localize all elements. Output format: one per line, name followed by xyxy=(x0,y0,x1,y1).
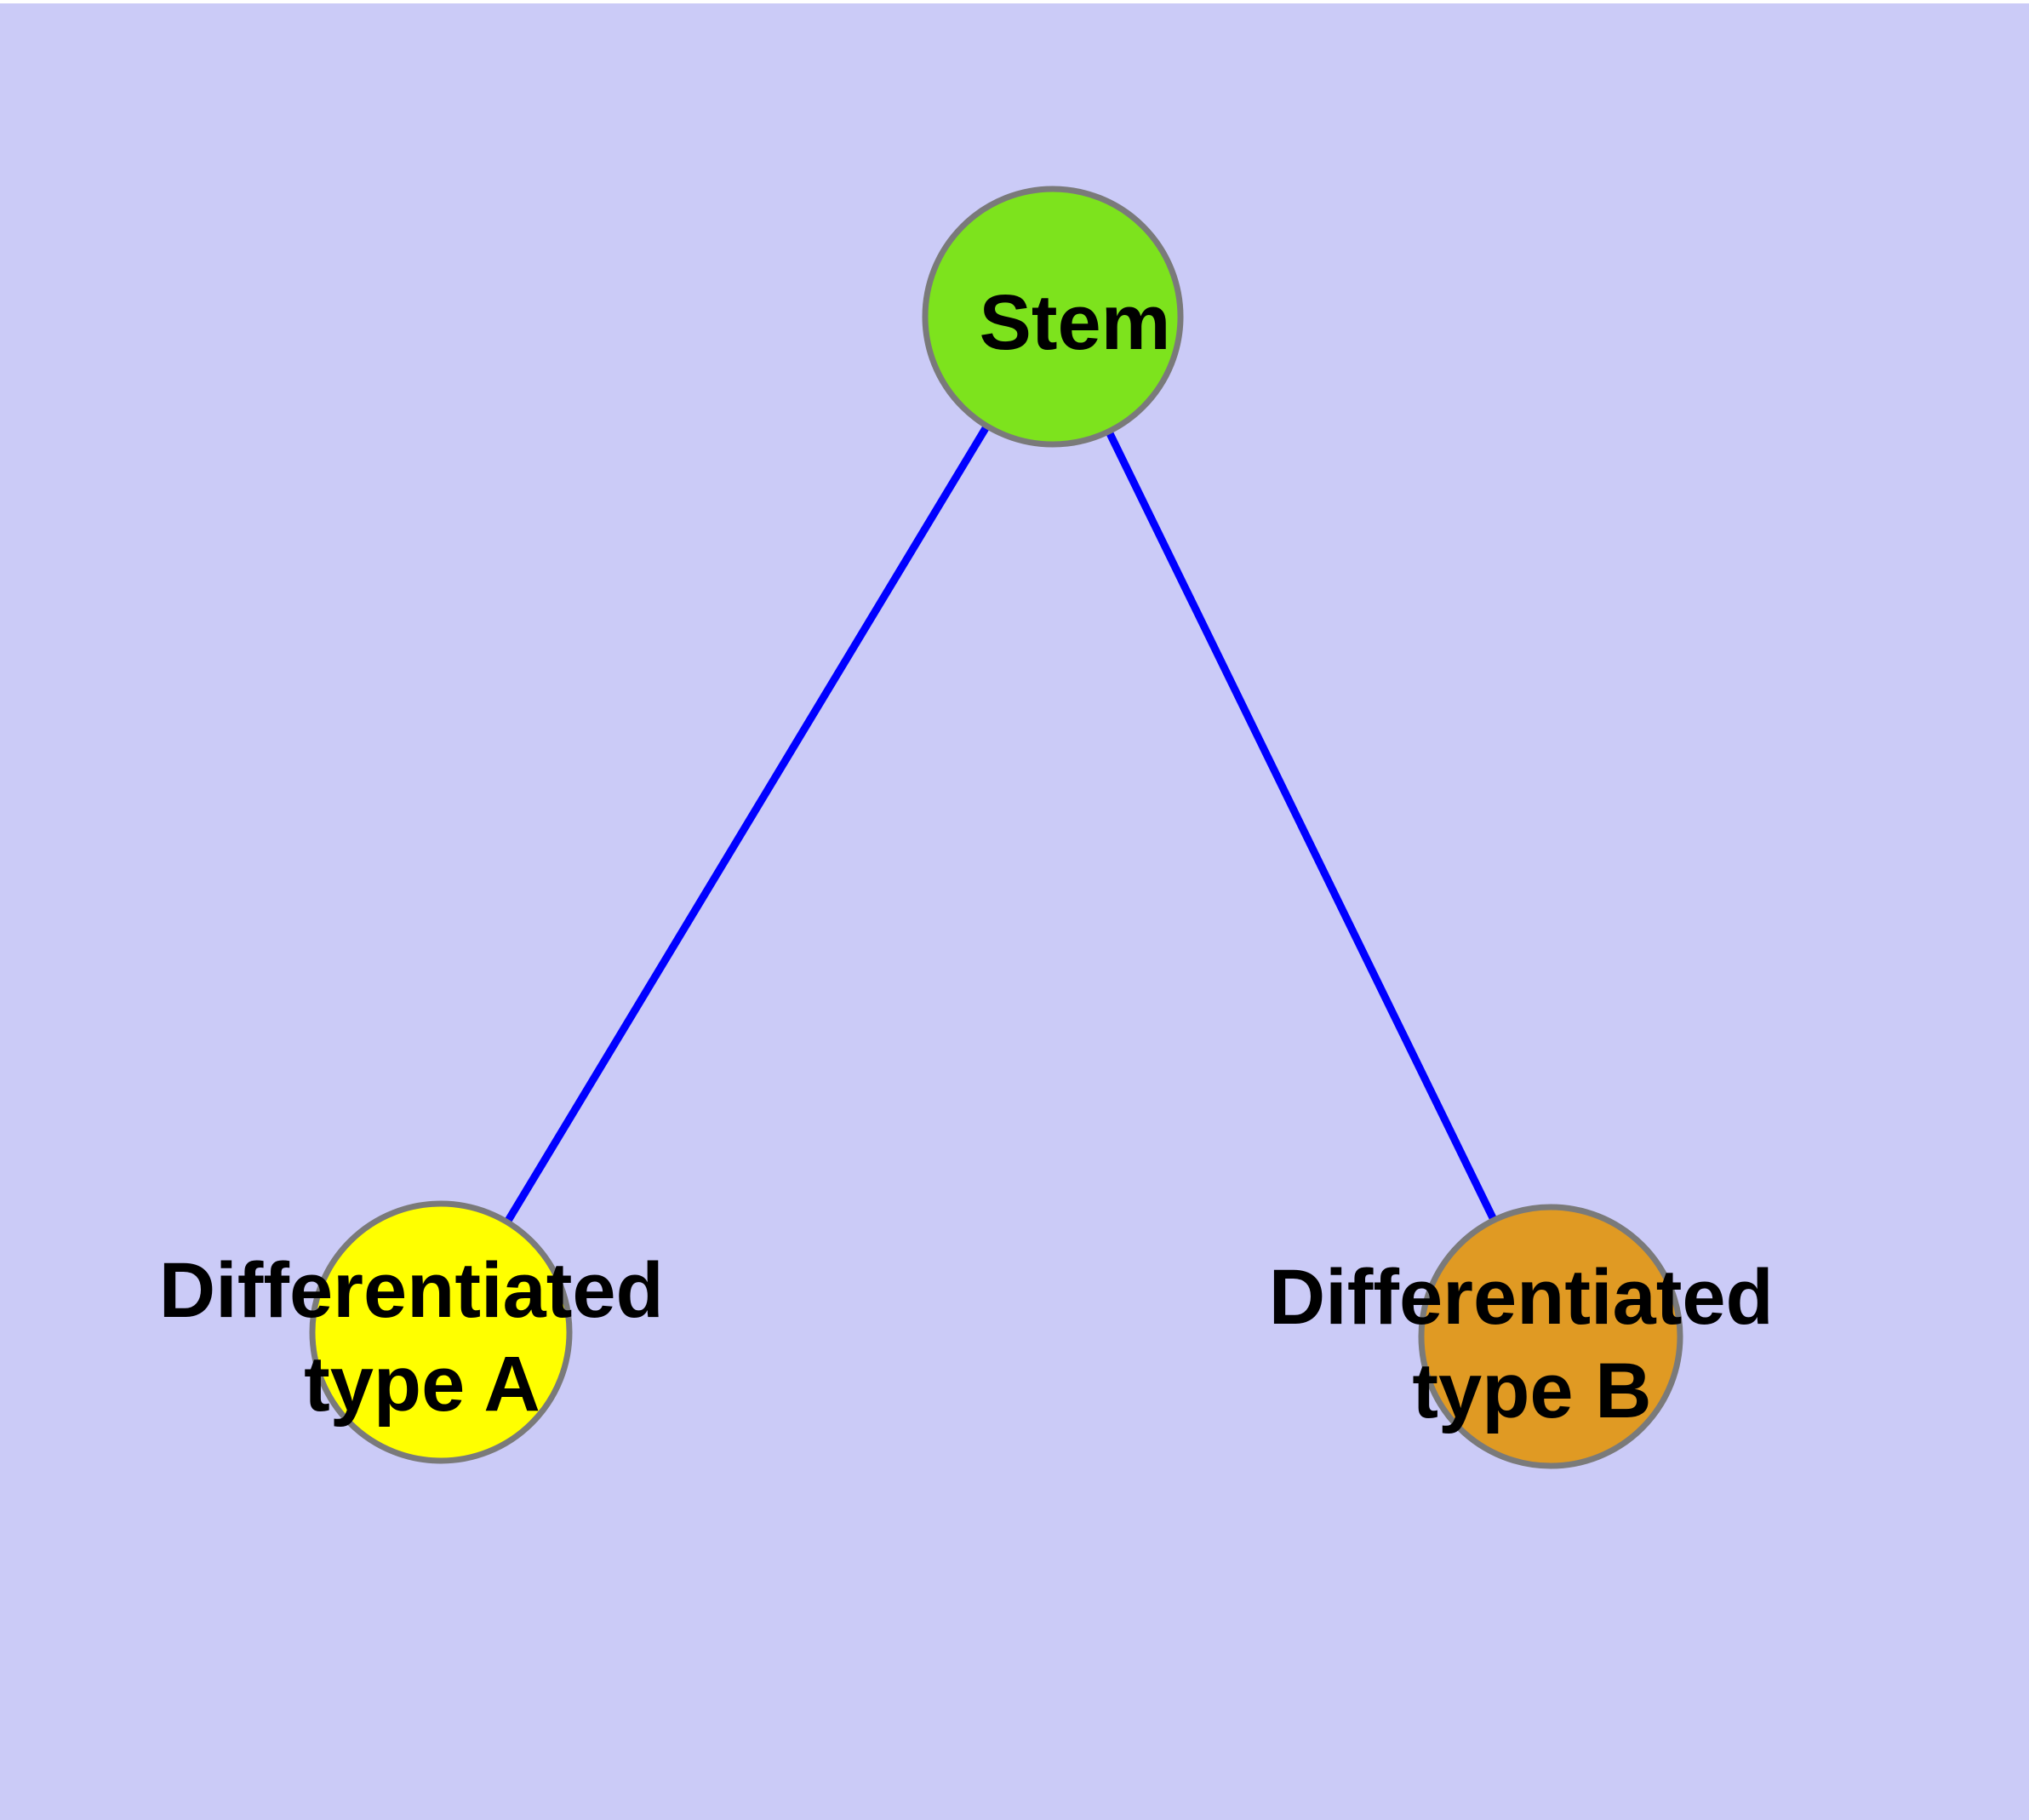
node-type-b-circle xyxy=(1418,1204,1683,1469)
edge-stem-to-type-b xyxy=(1049,315,1555,1338)
edge-stem-to-type-a xyxy=(437,314,1056,1335)
node-type-b-label-line2: type B xyxy=(1412,1348,1651,1434)
node-type-a-circle xyxy=(309,1200,573,1464)
node-stem-circle xyxy=(922,186,1184,448)
node-type-a-label-line1: Differentiated xyxy=(159,1247,664,1334)
top-margin-strip xyxy=(0,0,2029,3)
node-type-b-label-line1: Differentiated xyxy=(1269,1254,1774,1341)
node-type-a-label-line2: type A xyxy=(304,1341,540,1428)
node-stem-label: Stem xyxy=(980,279,1171,366)
node-type-b-label: Differentiated type B xyxy=(1269,1254,1796,1434)
node-type-a-label: Differentiated type A xyxy=(159,1247,686,1428)
